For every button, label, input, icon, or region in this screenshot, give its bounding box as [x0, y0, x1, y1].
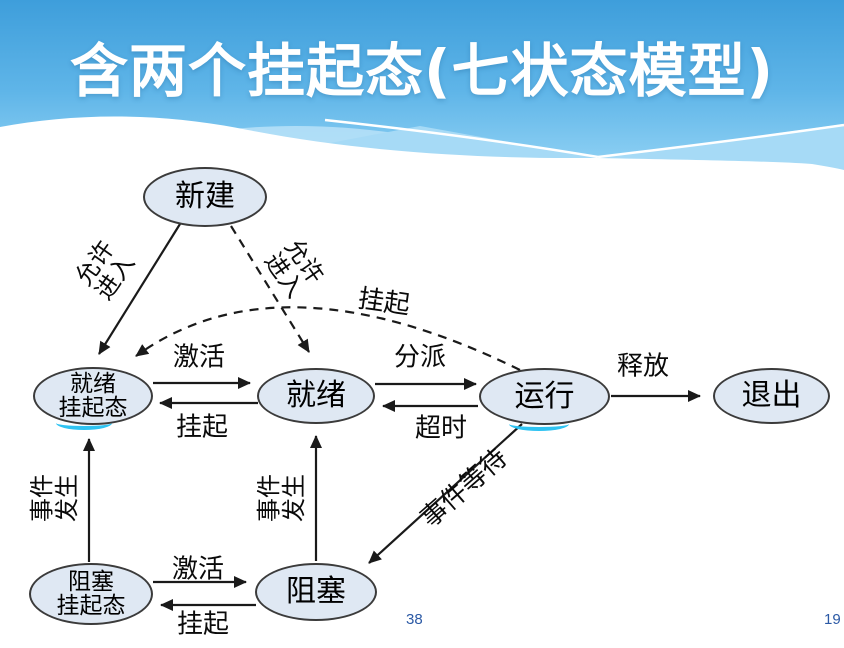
- label-release: 释放: [616, 351, 670, 381]
- slide-title: 含两个挂起态(七状态模型): [69, 37, 775, 105]
- label-event-occurs-right-line1: 事件: [257, 474, 284, 522]
- label-suspend-top: 挂起: [175, 412, 229, 442]
- state-ready: 就绪: [257, 368, 375, 424]
- state-exit: 退出: [713, 368, 830, 424]
- header-wave-art: [0, 0, 844, 180]
- state-blocked: 阻塞: [255, 563, 377, 621]
- label-event-occurs-left-line1: 事件: [30, 474, 57, 522]
- label-event-occurs-left-line2: 发生: [55, 474, 81, 522]
- label-event-occurs-right: 事件 发生: [257, 474, 308, 522]
- thin-wave-line-right: [597, 123, 844, 159]
- state-blocked-suspend-line2: 挂起态: [56, 593, 126, 618]
- arrow-admit-dashed: [230, 225, 310, 353]
- state-new-label: 新建: [175, 180, 235, 214]
- label-suspend-arc: 挂起: [356, 284, 412, 320]
- thin-wave-line-left: [324, 118, 599, 159]
- state-blocked-label: 阻塞: [286, 575, 346, 609]
- state-ready-suspend: 就绪 挂起态: [33, 367, 153, 425]
- label-activate-top: 激活: [172, 342, 226, 372]
- state-running-label: 运行: [514, 379, 575, 413]
- state-ready-label: 就绪: [286, 379, 346, 413]
- page-number-corner: 19: [824, 611, 841, 628]
- state-ready-suspend-line1: 就绪: [70, 370, 116, 396]
- state-new: 新建: [143, 167, 267, 227]
- label-dispatch: 分派: [393, 342, 447, 372]
- state-blocked-suspend: 阻塞 挂起态: [29, 563, 153, 625]
- arrow-admit-solid: [98, 223, 181, 355]
- slide-header: 含两个挂起态(七状态模型): [0, 0, 844, 180]
- cyan-accent-ready-suspend: [56, 416, 112, 430]
- label-activate-bottom: 激活: [171, 554, 225, 584]
- cyan-accent-running: [509, 417, 569, 431]
- label-event-occurs-left: 事件 发生: [30, 474, 81, 522]
- arrow-suspend-arc: [135, 306, 521, 371]
- label-timeout: 超时: [414, 413, 468, 443]
- state-exit-label: 退出: [741, 379, 802, 413]
- state-blocked-suspend-line1: 阻塞: [68, 568, 114, 594]
- label-suspend-bottom: 挂起: [176, 609, 230, 639]
- arrow-event-wait: [368, 423, 523, 564]
- cloud-shape: [0, 116, 844, 180]
- page-number-center: 38: [406, 611, 423, 628]
- label-event-occurs-right-line2: 发生: [282, 474, 308, 522]
